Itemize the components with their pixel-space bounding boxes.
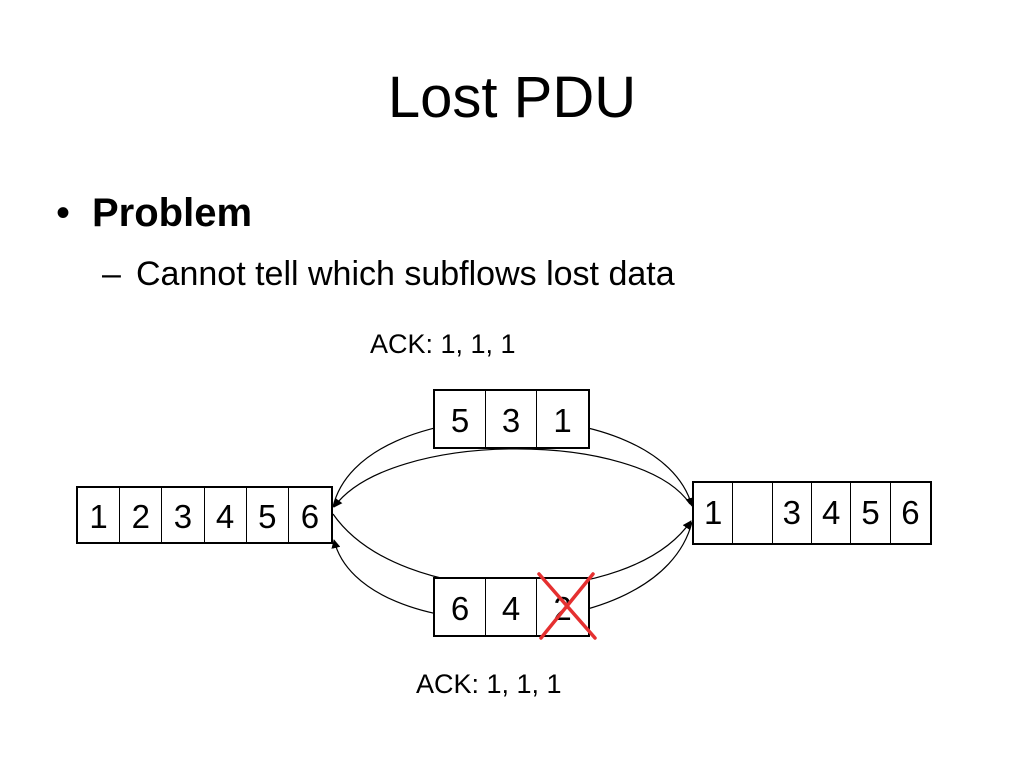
bullet-marker: • [56,191,71,235]
subflow-bottom-cell: 6 [435,579,487,635]
receiver-cell: 1 [694,483,734,543]
receiver-cell: 5 [851,483,891,543]
bullet-heading: Problem [92,191,253,235]
sender-cell: 1 [78,488,121,542]
sub-bullet: –Cannot tell which subflows lost data [102,252,675,296]
subflow-top-cell: 1 [553,402,572,439]
subflow-bottom-cell: 4 [486,579,538,635]
sender-cell: 4 [205,488,247,542]
receiver-cell: 6 [901,494,920,531]
sender-cell: 6 [300,498,320,535]
subflow-bottom-buffer: 6 4 2 [433,577,590,637]
sender-cell: 5 [247,488,289,542]
ack-label-bottom: ACK: 1, 1, 1 [416,669,562,699]
sub-bullet-marker: – [102,255,121,293]
receiver-buffer: 1 3 4 5 6 [692,481,932,545]
receiver-cell-missing [733,483,773,543]
receiver-cell: 3 [773,483,813,543]
subflow-top-cell: 5 [435,391,487,447]
sender-buffer: 1 2 3 4 5 6 [76,486,333,544]
bullet-problem: • Problem [56,188,252,238]
sender-cell: 2 [120,488,163,542]
ack-label-top: ACK: 1, 1, 1 [370,329,516,359]
lost-pdu-cross-icon [537,572,597,640]
subflow-top-cell: 3 [486,391,538,447]
subflow-top-buffer: 5 3 1 [433,389,590,449]
top-ack-arc [333,448,691,508]
receiver-cell: 4 [812,483,852,543]
sender-cell: 3 [162,488,205,542]
bottom-data-arc [332,513,692,588]
sub-bullet-text: Cannot tell which subflows lost data [136,255,675,293]
slide-title: Lost PDU [387,65,637,130]
